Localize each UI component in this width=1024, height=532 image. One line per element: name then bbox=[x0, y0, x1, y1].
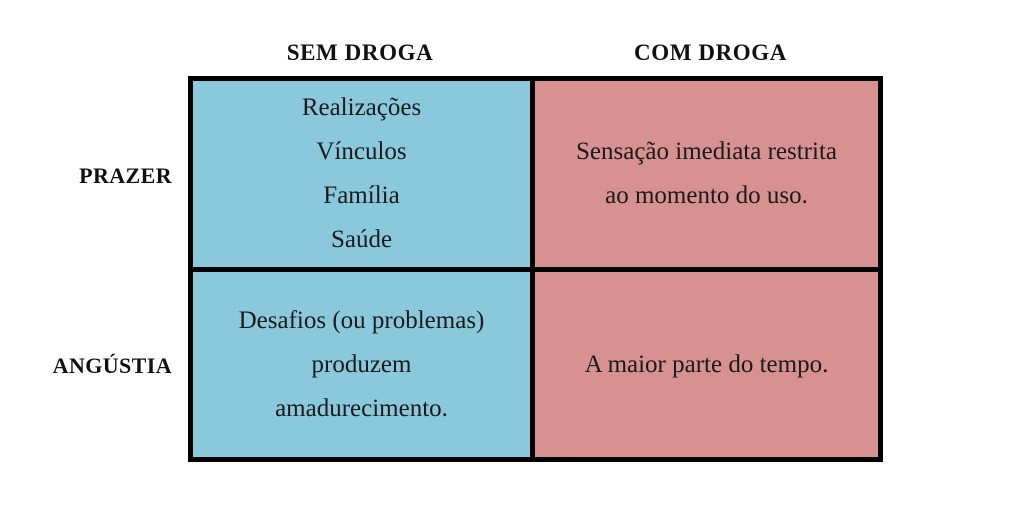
cell-angustia-com-droga: A maior parte do tempo. bbox=[535, 272, 878, 457]
cell-prazer-com-droga: Sensação imediata restrita ao momento do… bbox=[535, 81, 878, 272]
cell-text-line: Desafios (ou problemas) bbox=[238, 306, 485, 334]
cell-text-line: produzem bbox=[311, 350, 412, 378]
cell-text-line: Família bbox=[323, 182, 400, 209]
cell-text-line: amadurecimento. bbox=[275, 394, 448, 422]
cell-text-line: Sensação imediata restrita bbox=[576, 138, 837, 165]
cell-text-line: Saúde bbox=[330, 226, 393, 253]
cell-text-line: Realizações bbox=[301, 94, 422, 121]
column-header-com-droga: COM DROGA bbox=[634, 40, 787, 65]
cell-angustia-sem-droga: Desafios (ou problemas) produzem amadure… bbox=[193, 272, 535, 457]
quadrant-table: Realizações Vínculos Família Saúde Sensa… bbox=[188, 76, 883, 462]
row-label-angustia: ANGÚSTIA bbox=[52, 353, 172, 378]
cell-text-line: Vínculos bbox=[316, 138, 407, 165]
cell-prazer-sem-droga: Realizações Vínculos Família Saúde bbox=[193, 81, 535, 272]
row-label-prazer: PRAZER bbox=[79, 163, 172, 188]
column-header-sem-droga: SEM DROGA bbox=[286, 40, 434, 65]
cell-text-line: ao momento do uso. bbox=[605, 182, 808, 209]
cell-text-line: A maior parte do tempo. bbox=[584, 350, 829, 378]
